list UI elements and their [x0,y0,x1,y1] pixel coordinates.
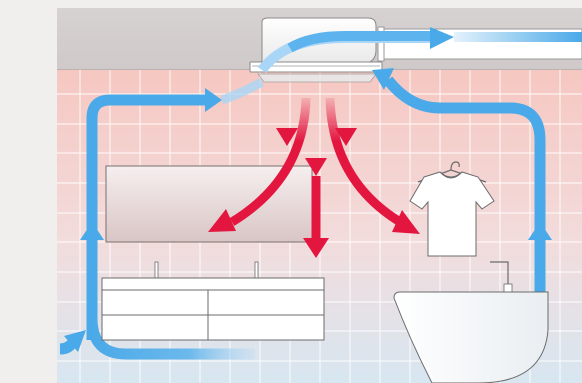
bathtub [393,261,549,383]
warm-airflow-arrows [208,84,420,258]
exhaust-airflow-arrow [257,27,582,74]
vanity-counter [101,261,325,341]
ceiling-heater-ventilator [249,17,383,83]
intake-airflow-arrow [10,330,86,355]
t-shirt-on-hanger [409,161,495,257]
